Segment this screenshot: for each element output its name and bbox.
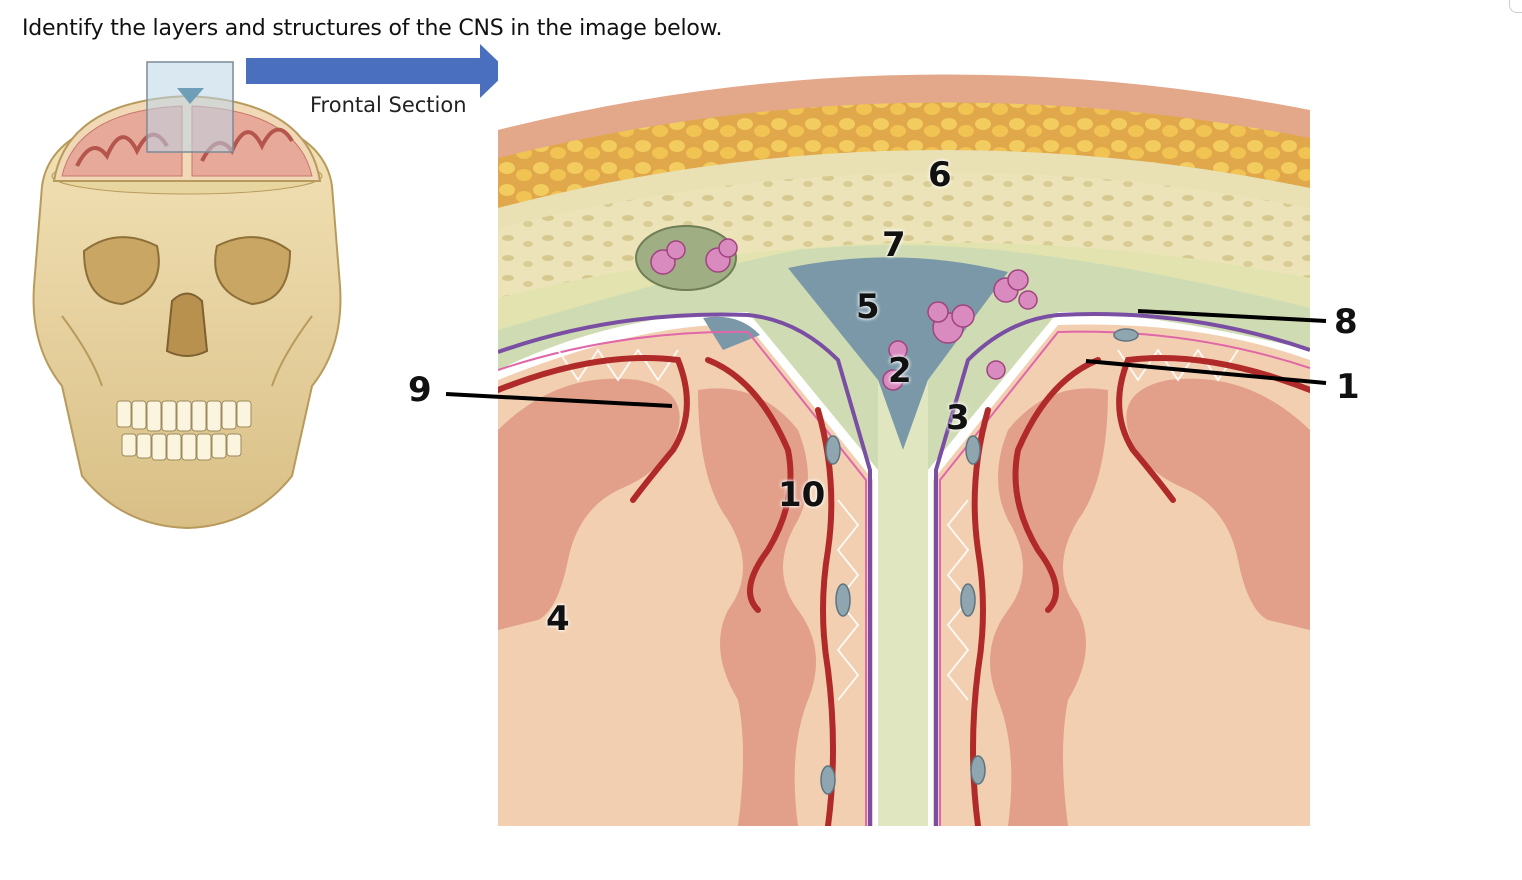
label-4: 4 (546, 599, 570, 639)
label-6: 6 (928, 155, 952, 195)
question-text: Identify the layers and structures of th… (22, 16, 723, 41)
label-1: 1 (1336, 367, 1360, 407)
frontal-section-label: Frontal Section (310, 93, 467, 117)
skull-illustration (32, 61, 342, 530)
label-10: 10 (778, 475, 826, 515)
label-2: 2 (888, 351, 912, 391)
window-corner (1509, 0, 1522, 13)
label-5: 5 (856, 287, 880, 327)
label-3: 3 (946, 398, 970, 438)
cns-cross-section-diagram (498, 50, 1310, 826)
frontal-section-arrow (246, 44, 508, 98)
label-8: 8 (1334, 302, 1358, 342)
label-7: 7 (882, 225, 906, 265)
label-9: 9 (408, 370, 432, 410)
